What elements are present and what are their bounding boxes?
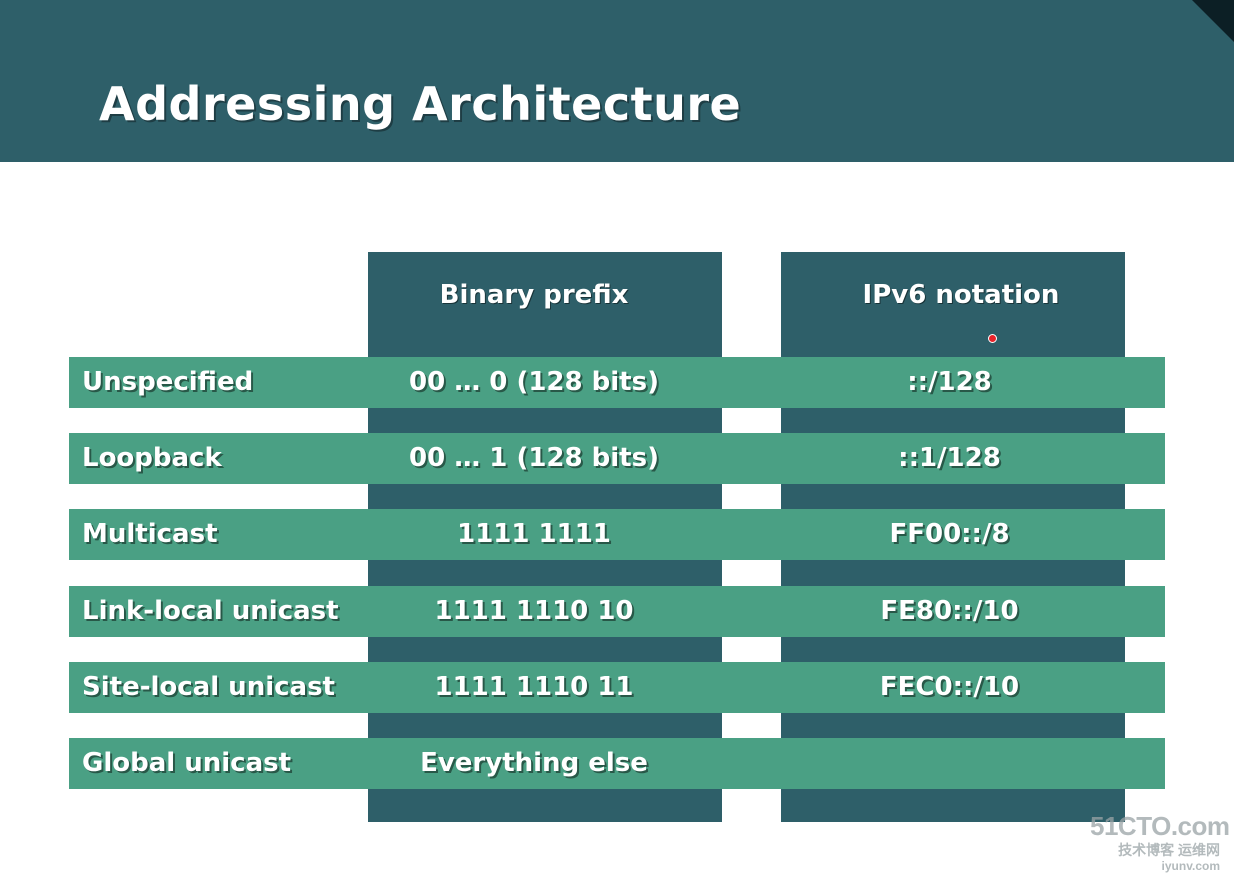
row-binary-prefix: 1111 1111 (457, 519, 611, 549)
site-watermark: 51CTO.com 技术博客 运维网 iyunv.com (1090, 811, 1230, 873)
row-ipv6-notation: FE80::/10 (880, 596, 1019, 626)
table-row-link-local-unicast: Link-local unicast 1111 1110 10 FE80::/1… (69, 586, 1165, 637)
header-corner-decoration (1192, 0, 1234, 42)
row-label: Link-local unicast (82, 596, 339, 626)
watermark-line-1: 51CTO.com (1090, 811, 1230, 841)
binary-prefix-header: Binary prefix (439, 280, 629, 310)
row-ipv6-notation: FF00::/8 (889, 519, 1010, 549)
row-binary-prefix: Everything else (420, 748, 648, 778)
table-row-multicast: Multicast 1111 1111 FF00::/8 (69, 509, 1165, 560)
cursor-marker (988, 334, 997, 343)
row-ipv6-notation: ::/128 (907, 367, 992, 397)
row-binary-prefix: 1111 1110 10 (434, 596, 634, 626)
table-row-loopback: Loopback 00 … 1 (128 bits) ::1/128 (69, 433, 1165, 484)
row-ipv6-notation: FEC0::/10 (879, 672, 1020, 702)
watermark-line-2: 技术博客 运维网 (1118, 842, 1220, 858)
row-ipv6-notation: ::1/128 (898, 443, 1001, 473)
slide-header: Addressing Architecture (0, 0, 1234, 162)
row-label: Global unicast (82, 748, 292, 778)
table-row-site-local-unicast: Site-local unicast 1111 1110 11 FEC0::/1… (69, 662, 1165, 713)
row-label: Loopback (82, 443, 222, 473)
ipv6-notation-header: IPv6 notation (862, 280, 1060, 310)
slide-title: Addressing Architecture (99, 77, 742, 131)
row-binary-prefix: 00 … 1 (128 bits) (409, 443, 659, 473)
table-row-global-unicast: Global unicast Everything else (69, 738, 1165, 789)
row-label: Site-local unicast (82, 672, 335, 702)
row-binary-prefix: 00 … 0 (128 bits) (409, 367, 659, 397)
row-binary-prefix: 1111 1110 11 (434, 672, 634, 702)
row-label: Multicast (82, 519, 218, 549)
row-label: Unspecified (82, 367, 254, 397)
watermark-line-3: iyunv.com (1161, 859, 1220, 873)
table-row-unspecified: Unspecified 00 … 0 (128 bits) ::/128 (69, 357, 1165, 408)
